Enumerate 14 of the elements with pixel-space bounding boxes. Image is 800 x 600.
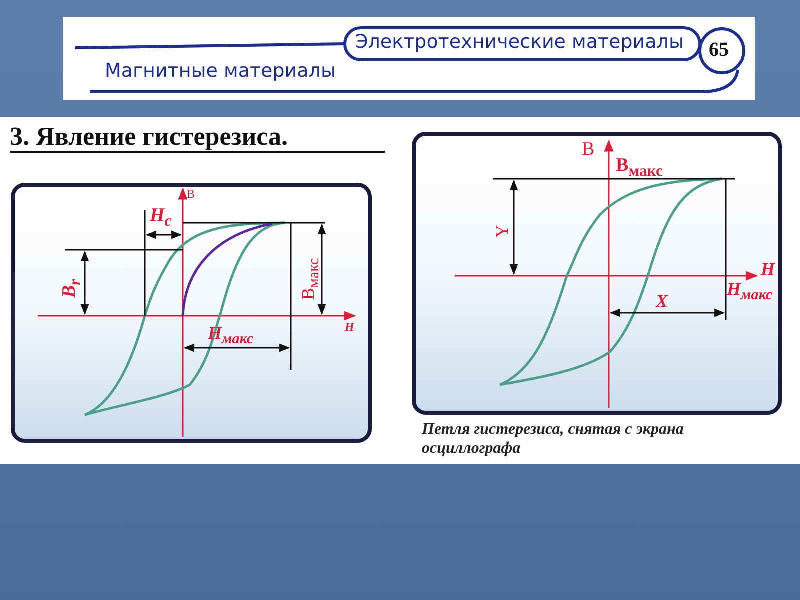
title: 3. Явление гистерезиса. (10, 124, 288, 150)
axis-label: B (582, 140, 595, 159)
axis-label: B$_{макс}$ (616, 156, 664, 180)
axis-label: H (345, 321, 354, 333)
axis-label: B (187, 188, 196, 200)
dimension-label: X (656, 292, 668, 310)
axis-label: H (761, 260, 776, 278)
page-number: 65 (709, 40, 729, 60)
axis-label: H$_{макс}$ (727, 280, 772, 304)
dimension-label: Y (493, 225, 511, 238)
header-text: Электротехнические материалы (355, 33, 684, 52)
header-text: Магнитные материалы (105, 62, 336, 81)
caption: Петля гистерезиса, снятая с экрана осциллографа (422, 420, 685, 458)
dimension-label: H$_{c}$ (150, 206, 172, 230)
